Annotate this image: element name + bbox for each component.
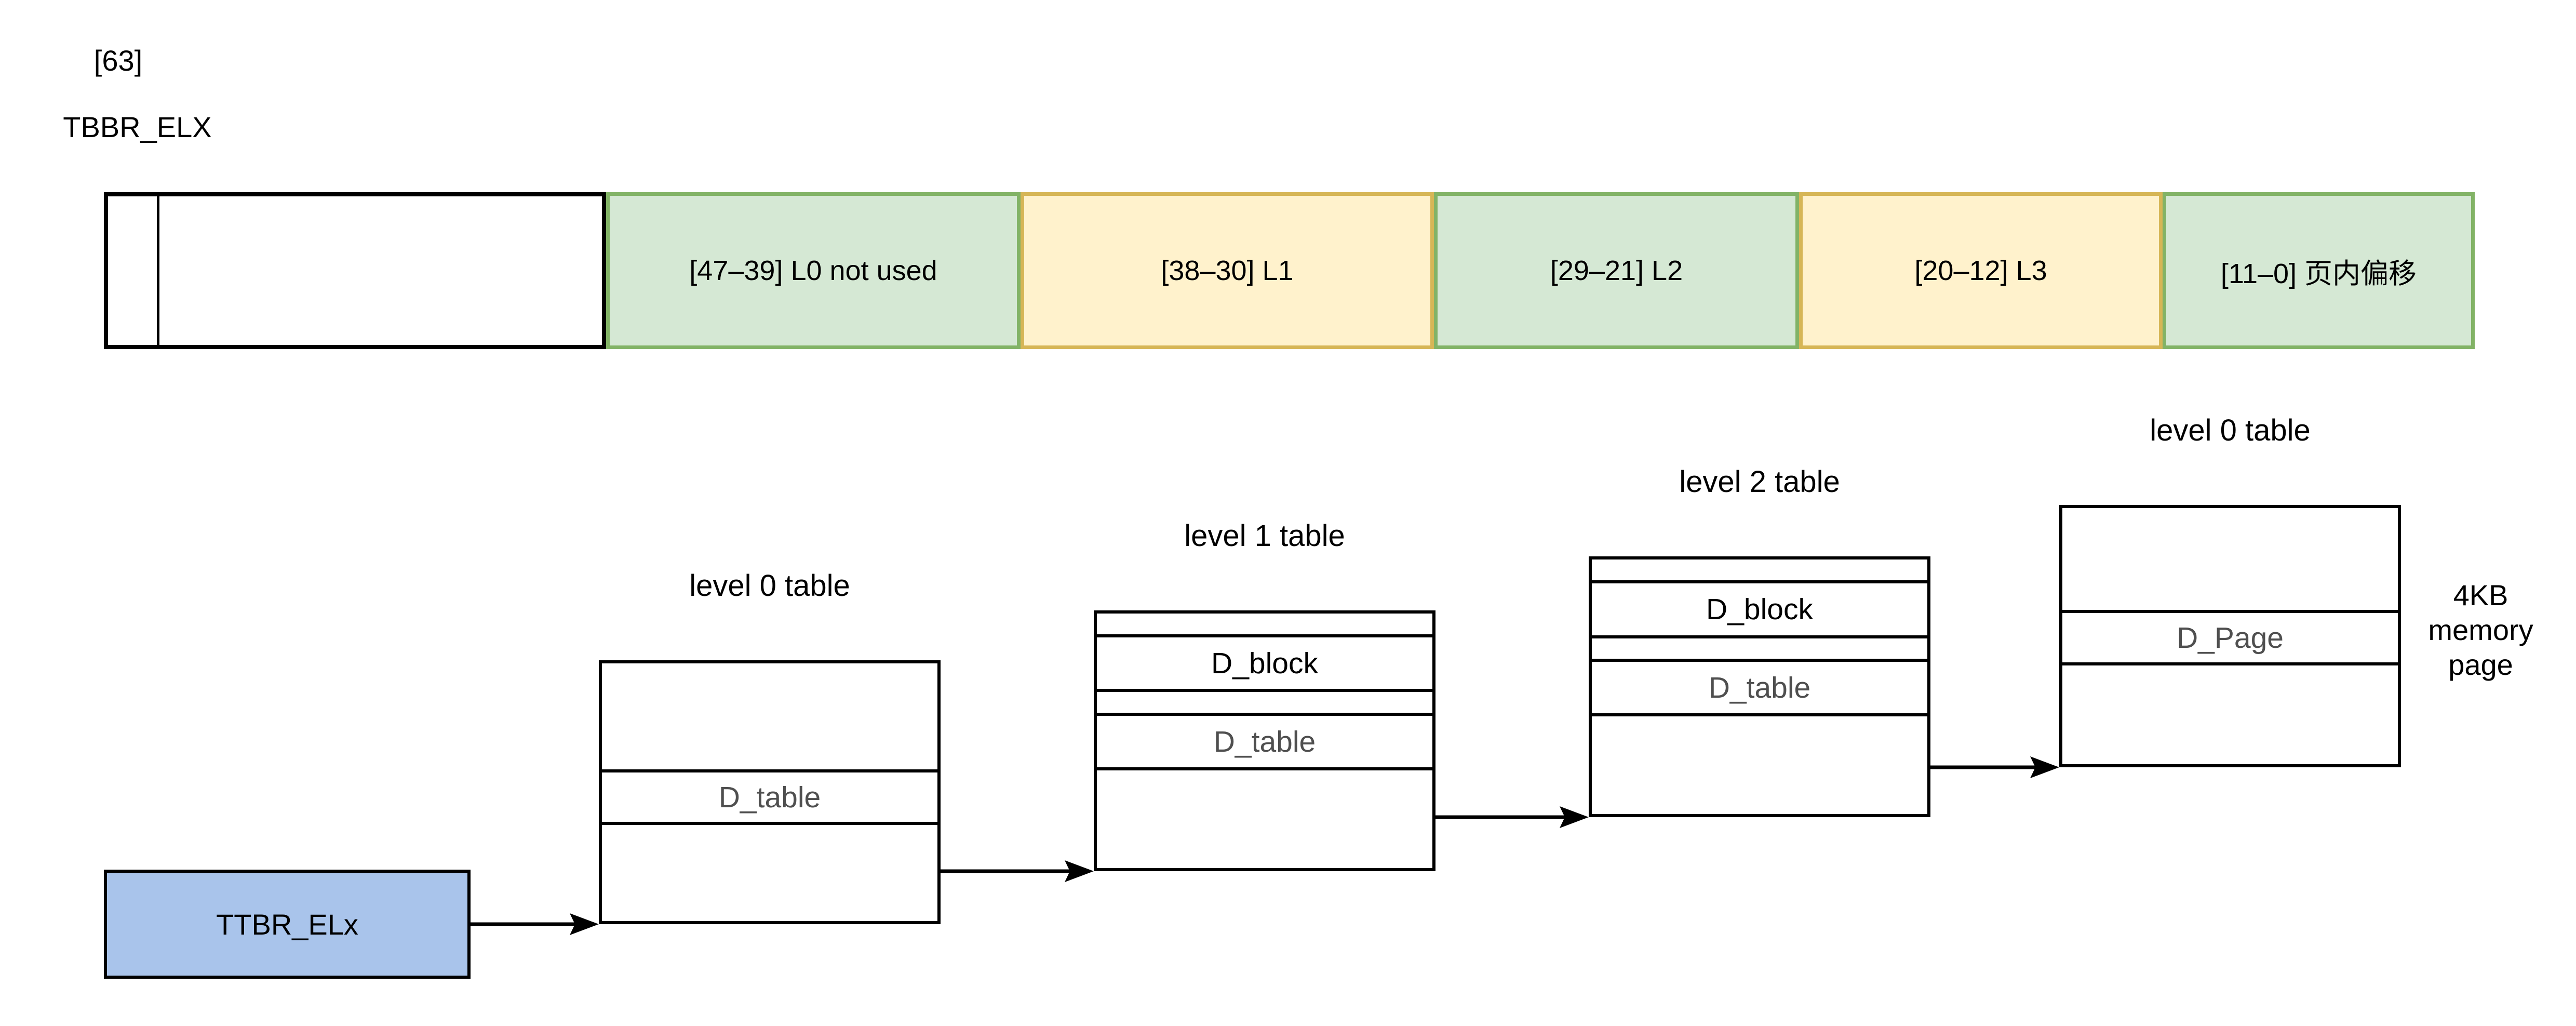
table-title-level3: level 0 table — [2150, 414, 2311, 447]
memory-page-note: 4KB memory page — [2401, 578, 2560, 682]
table-title-level0: level 0 table — [689, 569, 850, 603]
arrow-ttbr-to-level0 — [471, 913, 599, 935]
register-name: TBBR_ELX — [63, 111, 212, 143]
table-row — [2062, 662, 2398, 764]
register-label: [63] TBBR_ELX — [31, 44, 211, 177]
table-row-d-page: D_Page — [2062, 610, 2398, 662]
table-row-d-table: D_table — [1592, 659, 1927, 713]
table-row — [602, 663, 937, 769]
table-row-d-table: D_table — [602, 769, 937, 822]
arrow-level2-to-level3 — [1930, 756, 2059, 778]
table-row — [1097, 689, 1432, 713]
bar-segment-l1-index: [38–30] L1 — [1021, 192, 1434, 349]
ttbr-box: TTBR_ELx — [104, 870, 471, 979]
table-row — [1097, 767, 1432, 868]
bar-segment-l2-index: [29–21] L2 — [1434, 192, 1799, 349]
table-row-d-block: D_block — [1097, 634, 1432, 689]
table-level1: D_block D_table — [1094, 610, 1435, 871]
table-level3: D_Page — [2059, 505, 2401, 767]
arrow-level0-to-level1 — [941, 860, 1094, 882]
table-row-d-block: D_block — [1592, 580, 1927, 635]
memory-note-line: 4KB — [2453, 579, 2508, 611]
table-level2: D_block D_table — [1589, 556, 1930, 817]
bar-segment-bit63 — [104, 192, 157, 349]
memory-note-line: page — [2448, 648, 2513, 681]
register-bit-label: [63] — [93, 44, 143, 77]
table-row — [602, 822, 937, 921]
memory-note-line: memory — [2428, 614, 2533, 646]
bar-segment-l3-index: [20–12] L3 — [1799, 192, 2163, 349]
bar-segment-l0-index: [47–39] L0 not used — [606, 192, 1021, 349]
table-row — [1592, 713, 1927, 814]
table-row-d-table: D_table — [1097, 713, 1432, 767]
table-row — [1097, 614, 1432, 634]
table-level0: D_table — [599, 660, 941, 924]
table-title-level2: level 2 table — [1679, 465, 1840, 499]
table-row — [1592, 559, 1927, 580]
table-row — [2062, 508, 2398, 610]
arrow-level1-to-level2 — [1435, 806, 1589, 828]
bar-segment-page-offset: [11–0] 页内偏移 — [2163, 192, 2475, 349]
virtual-address-bit-bar: [47–39] L0 not used [38–30] L1 [29–21] L… — [104, 192, 2475, 349]
table-title-level1: level 1 table — [1184, 519, 1345, 553]
bar-segment-upper-unused — [157, 192, 606, 349]
table-row — [1592, 635, 1927, 659]
